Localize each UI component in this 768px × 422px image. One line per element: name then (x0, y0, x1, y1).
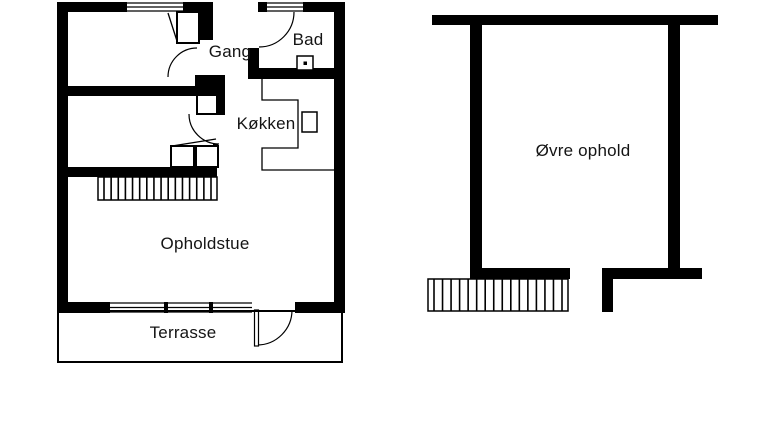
window-top-bath (267, 2, 303, 12)
window-mullion (164, 302, 168, 313)
kitchen-appliance (301, 111, 318, 133)
outer-wall-top-segment-d (303, 2, 345, 12)
upper-wall-bottom-right (602, 268, 702, 279)
upper-wall-bottom-left (470, 268, 570, 279)
room-label-ovre-ophold: Øvre ophold (535, 141, 631, 160)
bath-wall-bottom (248, 68, 345, 79)
bedroom-divider-wall-lower (57, 167, 217, 177)
upper-floor-plan (427, 15, 718, 312)
room-label-terrasse: Terrasse (149, 323, 217, 342)
outer-wall-top-segment-b (183, 2, 213, 12)
cabinet-bedroom2-a (170, 145, 195, 168)
stair-treads (103, 177, 212, 200)
upper-wall-right (668, 25, 680, 270)
outer-wall-top-segment-c (258, 2, 267, 12)
hall-wall-upper (215, 95, 225, 115)
kitchen-counter-outline (261, 79, 334, 171)
wardrobe-diagonal (167, 12, 178, 42)
terrace-door-leaf (253, 309, 260, 347)
outer-wall-right (334, 2, 345, 313)
staircase-ground (97, 176, 218, 201)
outer-wall-bottom-segment-a (57, 302, 110, 313)
bedroom1-door-arc (167, 47, 198, 78)
room-label-opholdstue: Opholdstue (160, 234, 250, 253)
room-label-bad: Bad (292, 30, 324, 49)
bedroom-divider-wall-upper (57, 86, 197, 96)
room-label-gang: Gang (208, 42, 252, 61)
closet-bedroom2 (196, 94, 218, 115)
upper-wall-left (470, 25, 482, 270)
outer-wall-top-segment-a (57, 2, 127, 12)
cabinet-diagonal (171, 138, 217, 147)
stair-treads (433, 279, 563, 311)
window-mullion (209, 302, 213, 313)
bath-door-arc (258, 11, 295, 48)
terrace-outline (57, 310, 343, 363)
bedroom2-door-arc (188, 113, 220, 145)
outer-wall-bottom-segment-b (295, 302, 345, 313)
wardrobe-bedroom1 (176, 11, 200, 44)
staircase-upper (427, 278, 569, 312)
upper-wall-top (432, 15, 718, 25)
entrance-stub-wall (199, 2, 213, 40)
cabinet-bedroom2-b (195, 145, 219, 168)
outer-wall-left (57, 2, 68, 313)
bedroom-divider-wall-block (195, 75, 225, 95)
terrace-door-arc (256, 309, 293, 346)
window-top-left (127, 2, 183, 12)
ground-floor-plan (57, 2, 345, 363)
bath-sink (296, 55, 314, 71)
upper-wall-stub (602, 279, 613, 312)
room-label-kokken: Køkken (236, 114, 296, 133)
bath-wall-left (248, 48, 259, 70)
